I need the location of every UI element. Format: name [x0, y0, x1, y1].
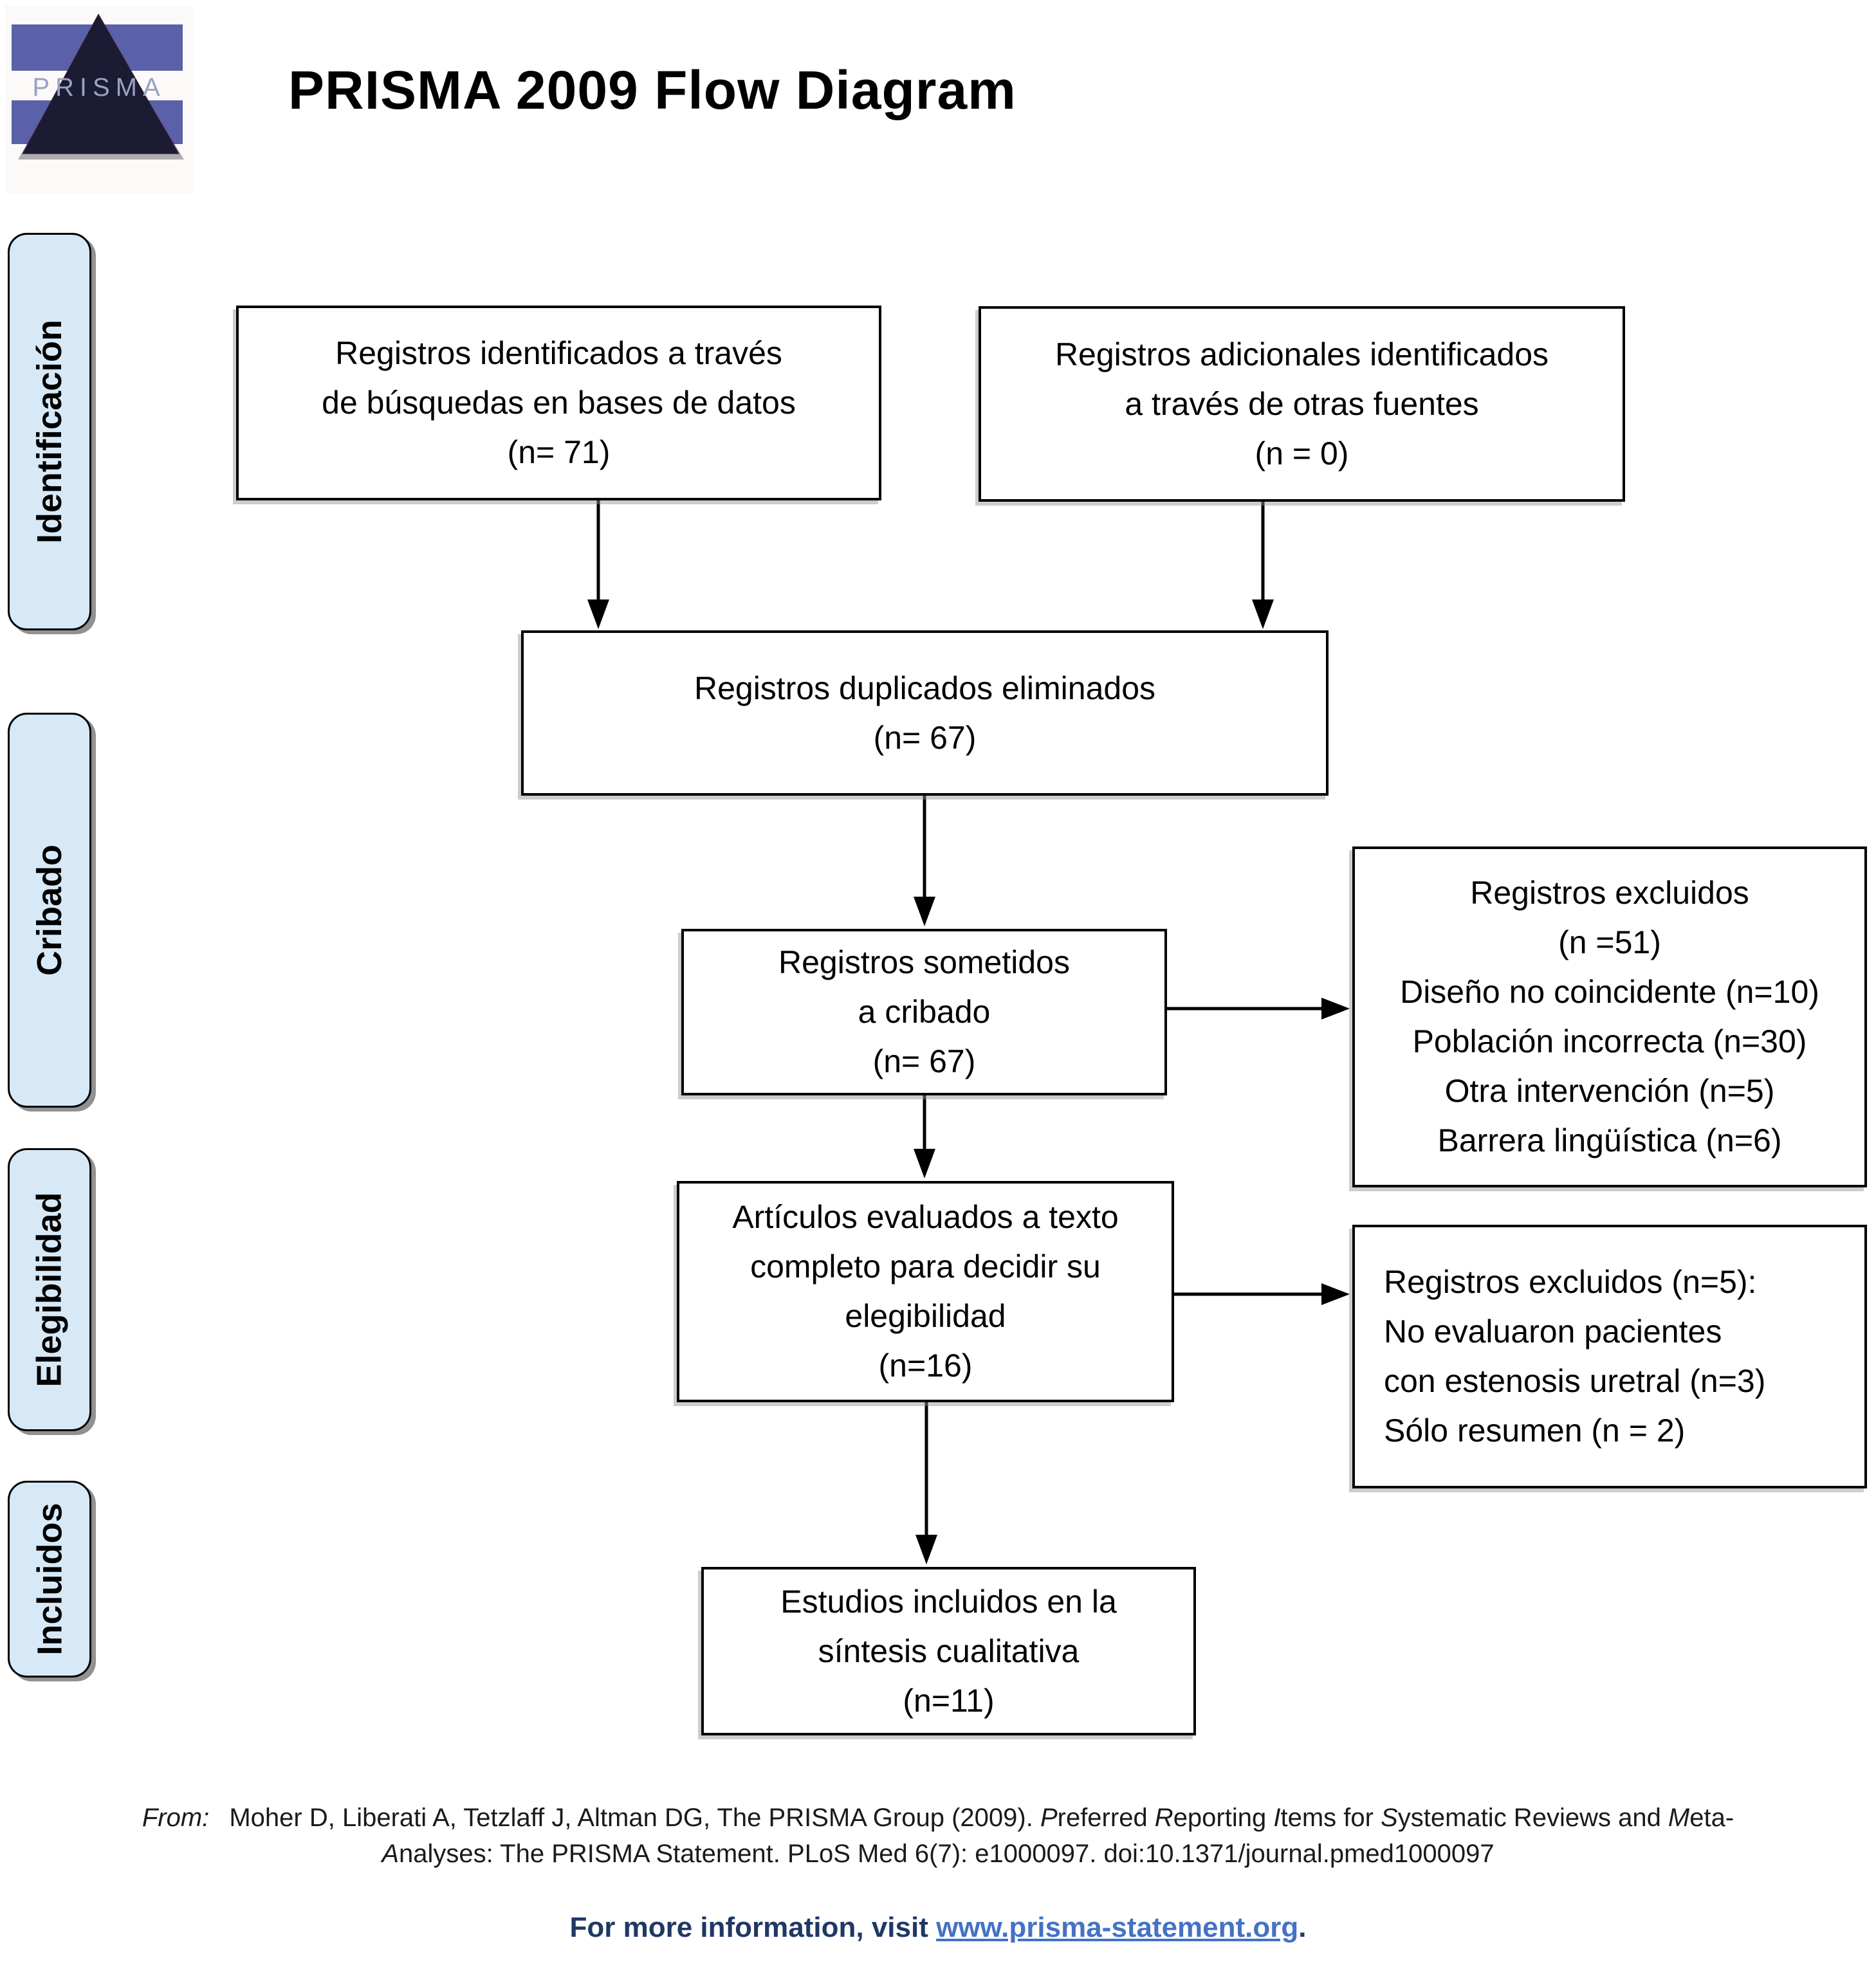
box-text: completo para decidir su — [750, 1249, 1101, 1285]
box-text: a través de otras fuentes — [1125, 385, 1479, 422]
box-records-screened: Registros sometidos a cribado (n= 67) — [681, 929, 1167, 1095]
box-count: (n= 67) — [872, 1043, 976, 1079]
box-fulltext-assessed: Artículos evaluados a texto completo par… — [677, 1181, 1174, 1402]
prisma-statement-link[interactable]: www.prisma-statement.org — [936, 1912, 1299, 1943]
box-text: Barrera lingüística (n=6) — [1437, 1122, 1782, 1158]
box-text: con estenosis uretral (n=3) — [1384, 1363, 1766, 1399]
arrowhead-fulltext-down — [915, 1535, 937, 1564]
box-duplicates-removed: Registros duplicados eliminados (n= 67) — [521, 630, 1329, 796]
box-text: Registros duplicados eliminados — [694, 670, 1156, 706]
box-excluded-screening: Registros excluidos (n =51) Diseño no co… — [1352, 846, 1867, 1187]
stage-identification-label: Identificación — [30, 319, 69, 544]
stage-included-label: Incluidos — [30, 1503, 69, 1656]
box-text: Diseño no coincidente (n=10) — [1400, 974, 1819, 1010]
box-text: Artículos evaluados a texto — [732, 1199, 1119, 1235]
box-text: Otra intervención (n=5) — [1444, 1073, 1775, 1109]
box-text: Registros sometidos — [778, 944, 1070, 980]
box-text: Registros adicionales identificados — [1054, 336, 1549, 372]
footer-text: For more information, visit — [569, 1912, 937, 1943]
box-text: Población incorrecta (n=30) — [1412, 1023, 1807, 1059]
logo-pyramid — [22, 13, 179, 154]
box-text: Registros excluidos — [1470, 875, 1749, 911]
prisma-logo: PRISMA — [5, 5, 193, 193]
box-excluded-fulltext: Registros excluidos (n=5): No evaluaron … — [1352, 1225, 1867, 1488]
arrowhead-screened-right — [1321, 998, 1350, 1020]
box-count: (n=11) — [903, 1682, 995, 1719]
box-records-identified-other: Registros adicionales identificados a tr… — [979, 306, 1625, 502]
stage-included: Incluidos — [8, 1481, 91, 1678]
arrowhead-duplicates — [914, 897, 935, 926]
box-text: Registros identificados a través — [335, 335, 782, 371]
box-text: Registros excluidos (n=5): — [1384, 1264, 1757, 1300]
box-text: elegibilidad — [845, 1298, 1006, 1334]
box-count: (n=16) — [878, 1348, 973, 1384]
stage-eligibility-label: Elegibilidad — [30, 1192, 69, 1387]
page-title: PRISMA 2009 Flow Diagram — [288, 60, 1016, 120]
citation-line-1: From: Moher D, Liberati A, Tetzlaff J, A… — [142, 1804, 1734, 1832]
box-count: (n =51) — [1558, 924, 1661, 960]
footer-period: . — [1298, 1912, 1307, 1943]
box-included-qualitative: Estudios incluidos en la síntesis cualit… — [701, 1567, 1196, 1735]
box-count: (n = 0) — [1255, 435, 1349, 471]
box-text: No evaluaron pacientes — [1384, 1313, 1722, 1349]
citation-from-label: From: — [142, 1804, 210, 1832]
box-text: de búsquedas en bases de datos — [322, 385, 796, 421]
footer-note: For more information, visit www.prisma-s… — [0, 1912, 1876, 1944]
box-text: Sólo resumen (n = 2) — [1384, 1413, 1686, 1449]
stage-screening-label: Cribado — [30, 844, 69, 976]
stage-identification: Identificación — [8, 233, 91, 630]
logo-text: PRISMA — [32, 73, 165, 102]
arrowhead-screened-down — [914, 1149, 935, 1178]
box-count: (n= 67) — [873, 719, 977, 756]
stage-eligibility: Elegibilidad — [8, 1148, 91, 1431]
box-count: (n= 71) — [507, 434, 611, 470]
box-text: Estudios incluidos en la — [780, 1583, 1117, 1620]
box-records-identified-db: Registros identificados a través de búsq… — [236, 306, 881, 500]
arrowhead-fulltext-right — [1321, 1283, 1350, 1305]
box-text: síntesis cualitativa — [818, 1633, 1080, 1669]
arrowhead-identified-other — [1252, 599, 1274, 629]
stage-screening: Cribado — [8, 713, 91, 1108]
citation-line-2: Analyses: The PRISMA Statement. PLoS Med… — [382, 1840, 1494, 1868]
arrowhead-identified-db — [587, 599, 609, 629]
citation: From: Moher D, Liberati A, Tetzlaff J, A… — [0, 1800, 1876, 1872]
box-text: a cribado — [858, 994, 991, 1030]
